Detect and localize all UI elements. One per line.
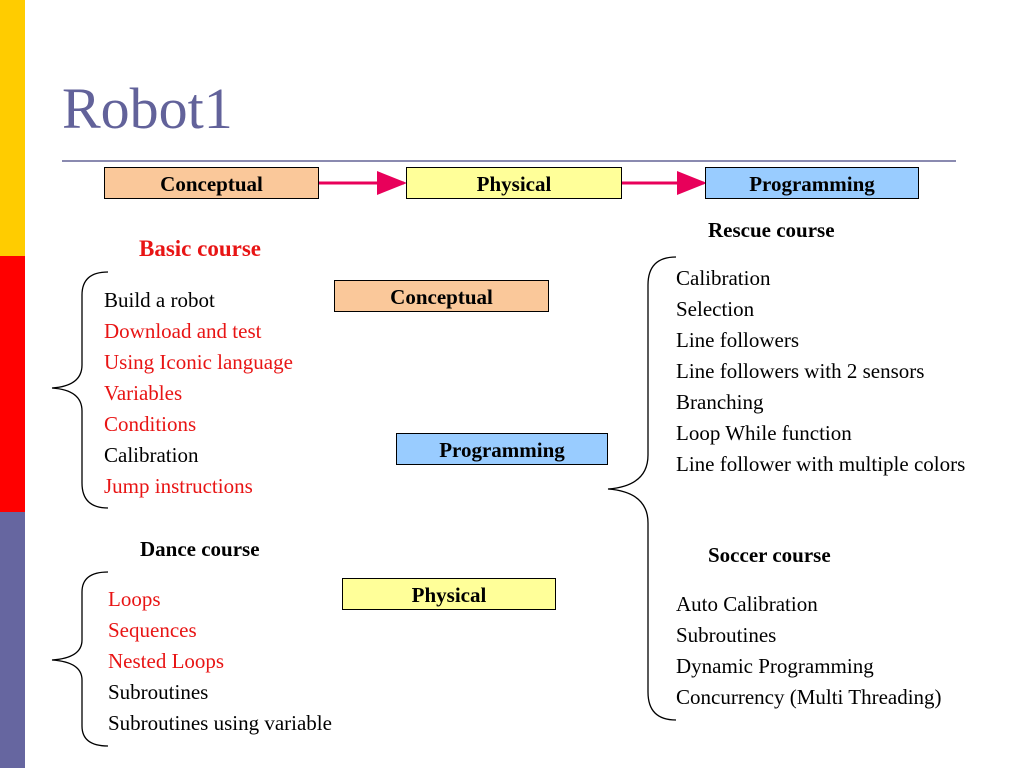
list-item: Conditions: [104, 412, 197, 436]
flow-box-programming: Programming: [705, 167, 919, 199]
soccer-course-heading: Soccer course: [708, 543, 831, 567]
side-bar-purple: [0, 512, 25, 768]
basic-course-tag: Conceptual: [334, 280, 549, 312]
title-divider: [62, 160, 956, 162]
advanced-courses-brace: [607, 256, 677, 721]
dance-course-heading: Dance course: [140, 537, 260, 561]
list-item: Selection: [676, 297, 755, 321]
list-item: Calibration: [676, 266, 771, 290]
list-item: Auto Calibration: [676, 592, 818, 616]
list-item: Dynamic Programming: [676, 654, 874, 678]
side-bar-yellow: [0, 0, 25, 256]
programming-tag: Programming: [396, 433, 608, 465]
flow-box-conceptual: Conceptual: [104, 167, 319, 199]
rescue-course-heading: Rescue course: [708, 218, 835, 242]
list-item: Calibration: [104, 443, 199, 467]
list-item: Line follower with multiple colors: [676, 452, 966, 476]
dance-course-brace: [51, 571, 109, 747]
list-item: Line followers with 2 sensors: [676, 359, 925, 383]
list-item: Subroutines: [108, 680, 209, 704]
basic-course-brace: [51, 271, 109, 509]
list-item: Loop While function: [676, 421, 852, 445]
list-item: Branching: [676, 390, 764, 414]
dance-course-tag: Physical: [342, 578, 556, 610]
flow-box-physical: Physical: [406, 167, 622, 199]
list-item: Subroutines: [676, 623, 777, 647]
list-item: Nested Loops: [108, 649, 225, 673]
list-item: Variables: [104, 381, 183, 405]
list-item: Concurrency (Multi Threading): [676, 685, 942, 709]
list-item: Using Iconic language: [104, 350, 293, 374]
list-item: Download and test: [104, 319, 262, 343]
slide-title: Robot1: [62, 76, 233, 141]
list-item: Jump instructions: [104, 474, 253, 498]
list-item: Build a robot: [104, 288, 215, 312]
side-bar-red: [0, 256, 25, 512]
list-item: Subroutines using variable: [108, 711, 332, 735]
list-item: Loops: [108, 587, 161, 611]
list-item: Sequences: [108, 618, 197, 642]
list-item: Line followers: [676, 328, 800, 352]
basic-course-heading: Basic course: [139, 236, 262, 261]
